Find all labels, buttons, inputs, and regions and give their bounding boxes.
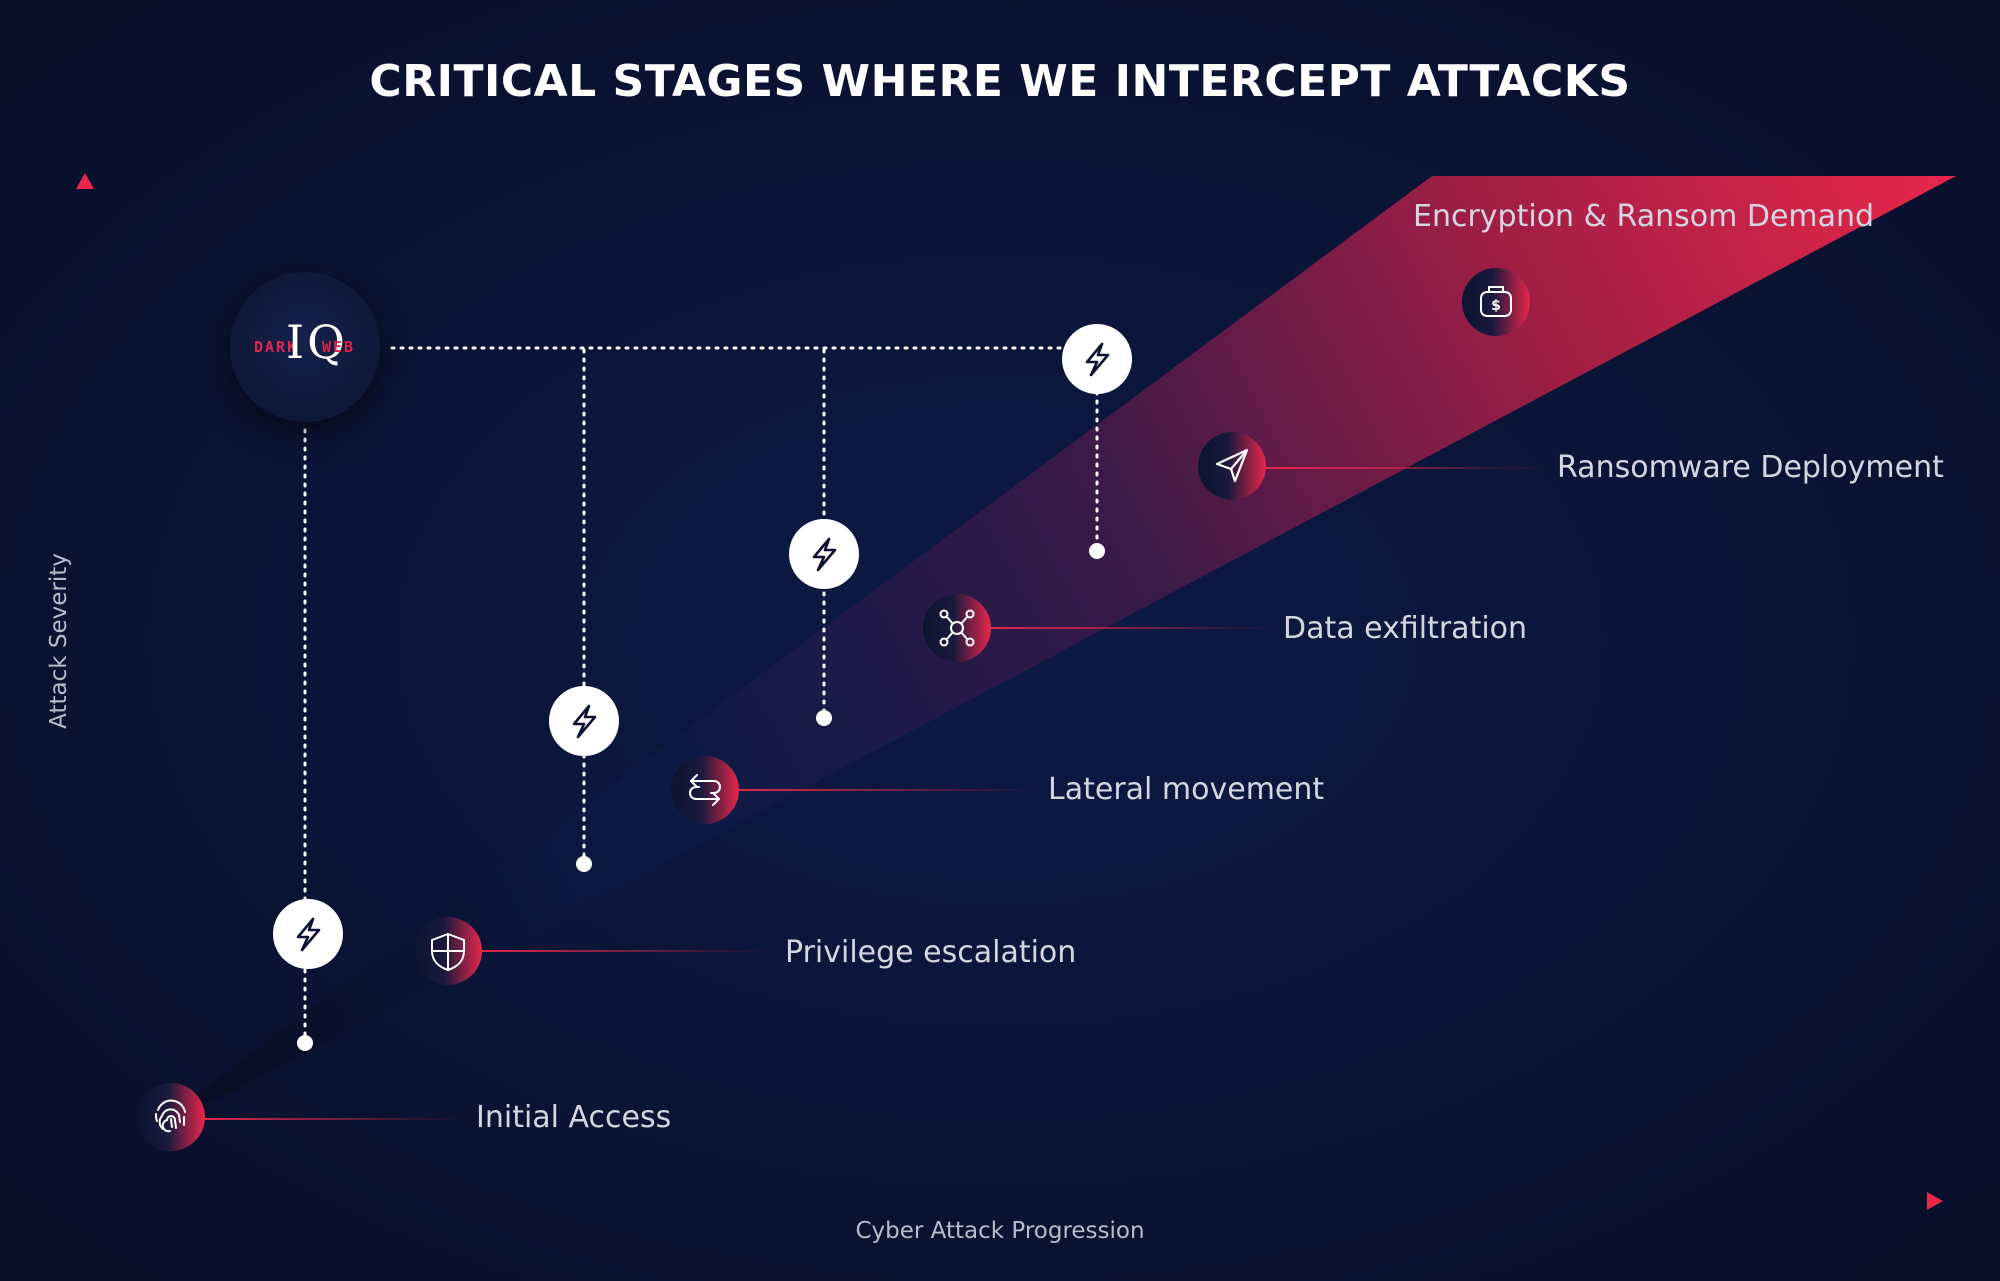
connector-privilege-escalation [478,950,770,952]
svg-text:$: $ [1491,298,1501,314]
connector-initial-access [200,1118,462,1120]
interception-endpoints [297,543,1105,1051]
interception-node-1 [273,899,343,969]
lightning-icon [296,917,321,952]
interception-node-2 [549,686,619,756]
endpoint-dot-2 [576,856,592,872]
lightning-icon [572,704,597,739]
y-axis-arrowhead [76,173,94,189]
stage-node-lateral-movement [671,756,739,824]
fingerprint-icon [154,1099,186,1133]
money-bag-icon: $ [1480,286,1512,317]
endpoint-dot-1 [297,1035,313,1051]
stage-label-encryption-ransom: Encryption & Ransom Demand [1413,199,1875,234]
stage-label-ransomware-deployment: Ransomware Deployment [1557,450,1944,485]
lightning-icon [812,537,837,572]
connector-data-exfiltration [990,627,1272,629]
stage-label-initial-access: Initial Access [476,1100,672,1135]
interception-node-3 [789,519,859,589]
y-axis-label: Attack Severity [46,553,72,729]
arrows-exchange-icon [689,774,721,806]
stage-connectors [200,467,1546,1120]
stage-node-encryption-ransom: $ [1462,268,1530,336]
stage-node-privilege-escalation [414,917,482,985]
logo-text-iq: IQ [286,315,348,369]
stage-node-ransomware-deployment [1198,432,1266,500]
network-nodes-icon [939,609,975,647]
shield-icon [431,933,465,971]
stage-node-data-exfiltration [923,594,991,662]
attack-progression-wedge [172,176,1956,1124]
connector-ransomware-deployment [1264,467,1546,469]
logo-text-dark: DARK [254,338,299,356]
logo-text-web: WEB [322,338,356,356]
connector-lateral-movement [735,789,1035,791]
stage-node-initial-access [137,1083,205,1151]
stage-label-lateral-movement: Lateral movement [1048,772,1325,807]
stage-label-privilege-escalation: Privilege escalation [785,935,1077,970]
darkwebiq-logo: DARK IQ WEB [230,272,380,422]
x-axis-arrowhead [1927,1192,1943,1210]
stage-label-data-exfiltration: Data exfiltration [1283,611,1528,646]
endpoint-dot-4 [1089,543,1105,559]
send-icon [1215,448,1249,483]
page-title: CRITICAL STAGES WHERE WE INTERCEPT ATTAC… [369,56,1631,107]
endpoint-dot-3 [816,710,832,726]
x-axis-label: Cyber Attack Progression [855,1218,1145,1244]
lightning-icon [1085,342,1110,377]
interception-node-4 [1062,324,1132,394]
